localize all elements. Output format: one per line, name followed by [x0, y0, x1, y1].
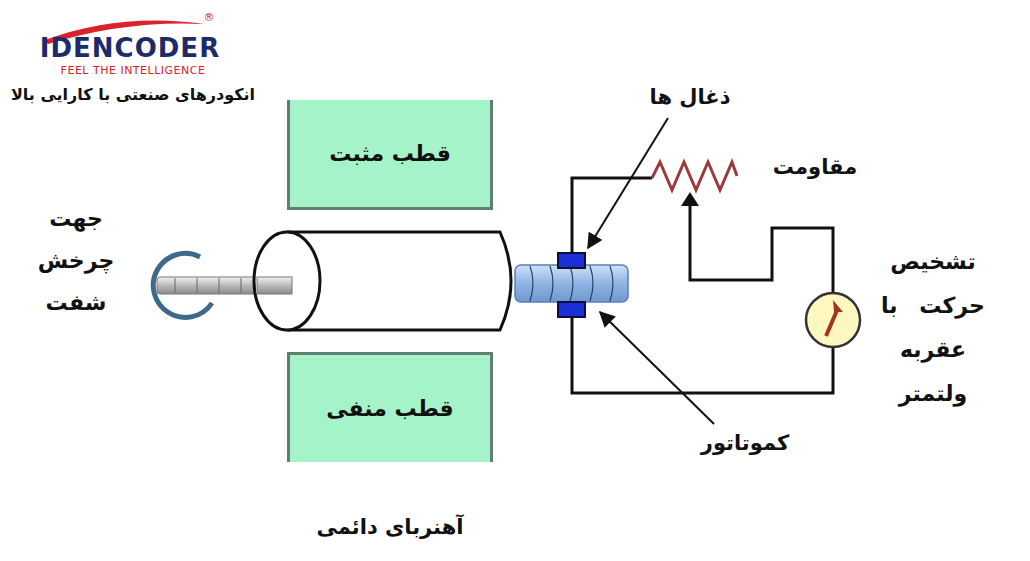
commutator-label: کموتاتور: [690, 430, 800, 457]
resistor-symbol: [652, 162, 737, 190]
wiper-arrow: [681, 192, 699, 206]
voltmeter-symbol: [806, 293, 860, 347]
registered-mark: ®: [202, 12, 216, 24]
leader-line: [588, 118, 668, 248]
magnet-pole: قطب منفی: [287, 352, 493, 462]
brush: [558, 302, 585, 317]
pole-label: قطب مثبت: [329, 141, 451, 166]
rotation-label: جهت چرخش شفت: [30, 198, 122, 323]
logo-wordmark: IDENCODER: [38, 34, 222, 63]
leader-line: [600, 312, 714, 424]
armature-end: [254, 232, 320, 330]
brush: [558, 253, 585, 268]
shaft-end: [257, 277, 292, 294]
commutator: [515, 265, 628, 302]
pole-label: قطب منفی: [326, 396, 453, 421]
voltmeter-label: تشخیص حرکت با عقربه ولتمتر: [872, 240, 994, 416]
magnet-label: آهنربای دائمی: [300, 514, 480, 541]
magnet-pole: قطب مثبت: [287, 100, 493, 210]
brushes-label: ذغال ها: [630, 84, 750, 111]
logo-tagline: FEEL THE INTELLIGENCE: [48, 65, 218, 77]
persian-tagline: انکودرهای صنعتی با کارایی بالا: [8, 84, 258, 106]
resistor-label: مقاومت: [760, 154, 870, 181]
shaft: [157, 277, 292, 294]
